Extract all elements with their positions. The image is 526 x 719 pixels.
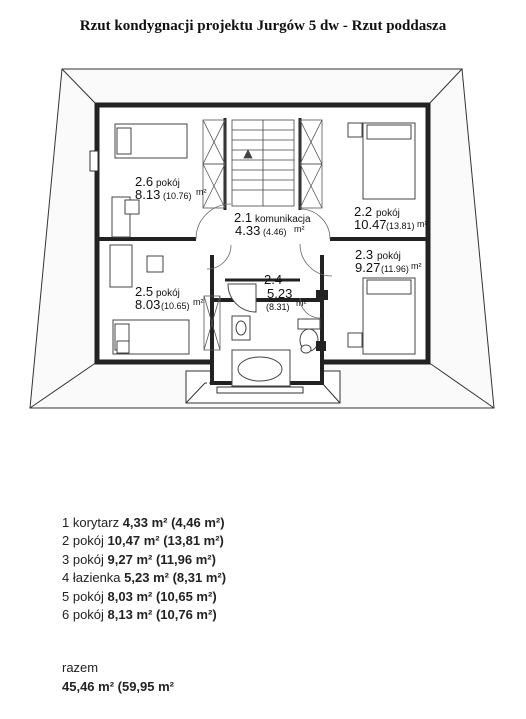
svg-text:(11.96): (11.96)	[381, 264, 409, 274]
svg-text:4.33: 4.33	[235, 223, 260, 238]
svg-text:(8.31): (8.31)	[266, 302, 290, 312]
svg-text:(13.81): (13.81)	[386, 221, 415, 231]
svg-text:2.6: 2.6	[135, 174, 153, 189]
svg-text:9.27: 9.27	[355, 260, 380, 275]
label-room-2-1: 2.1 komunikacja 4.33 (4.46) m²	[234, 210, 311, 238]
floor-plan: 2.6 pokój 8.13 (10.76) m² 2.1 komunikacj…	[29, 68, 495, 409]
svg-text:2.2: 2.2	[354, 204, 372, 219]
ducts	[316, 290, 328, 351]
svg-text:pokój: pokój	[376, 208, 400, 219]
svg-text:pokój: pokój	[377, 251, 401, 262]
svg-text:pokój: pokój	[156, 178, 180, 189]
svg-text:2.4: 2.4	[264, 272, 282, 287]
door-swings	[195, 203, 333, 319]
list-item: 6 pokój 8,13 m² (10,76 m²)	[62, 607, 217, 623]
label-room-2-3: 2.3 pokój 9.27 (11.96) m²	[355, 247, 422, 275]
total-value: 45,46 m² (59,95 m²	[62, 679, 175, 694]
svg-text:2.1: 2.1	[234, 210, 252, 225]
furniture	[109, 122, 363, 354]
list-item: 4 łazienka 5,23 m² (8,31 m²)	[62, 570, 227, 586]
list-item: 2 pokój 10,47 m² (13,81 m²)	[62, 533, 224, 549]
svg-text:m²: m²	[417, 219, 428, 229]
bathroom-fixtures	[227, 283, 321, 387]
svg-text:(4.46): (4.46)	[263, 227, 287, 237]
svg-text:2.5: 2.5	[135, 284, 153, 299]
room-area-list: 1 korytarz 4,33 m² (4,46 m²) 2 pokój 10,…	[62, 514, 226, 624]
total-label: razem	[62, 660, 99, 675]
list-item: 1 korytarz 4,33 m² (4,46 m²)	[62, 515, 225, 530]
windows	[89, 150, 304, 394]
svg-text:8.13: 8.13	[135, 187, 160, 202]
staircase	[231, 119, 295, 207]
svg-text:m²: m²	[294, 224, 305, 234]
list-item: 3 pokój 9,27 m² (11,96 m²)	[62, 551, 216, 567]
beds	[112, 122, 416, 355]
label-room-2-6: 2.6 pokój 8.13 (10.76) m²	[135, 174, 207, 202]
list-item: 5 pokój 8,03 m² (10,65 m²)	[62, 588, 217, 604]
svg-text:pokój: pokój	[156, 288, 180, 299]
svg-text:m²: m²	[196, 187, 207, 197]
svg-text:m²: m²	[296, 298, 307, 308]
svg-text:10.47: 10.47	[354, 217, 387, 232]
svg-text:2.3: 2.3	[355, 247, 373, 262]
label-room-2-4: 2.4 5.23 (8.31) m²	[264, 272, 307, 312]
svg-text:komunikacja: komunikacja	[255, 214, 311, 225]
label-room-2-2: 2.2 pokój 10.47 (13.81) m²	[354, 204, 428, 232]
page-title: Rzut kondygnacji projektu Jurgów 5 dw - …	[79, 18, 447, 34]
svg-text:m²: m²	[193, 297, 204, 307]
svg-text:(10.76): (10.76)	[163, 191, 192, 201]
svg-text:(10.65): (10.65)	[161, 301, 190, 311]
svg-text:m²: m²	[411, 261, 422, 271]
svg-text:5.23: 5.23	[267, 286, 292, 301]
svg-text:8.03: 8.03	[135, 297, 160, 312]
label-room-2-5: 2.5 pokój 8.03 (10.65) m²	[135, 284, 204, 312]
